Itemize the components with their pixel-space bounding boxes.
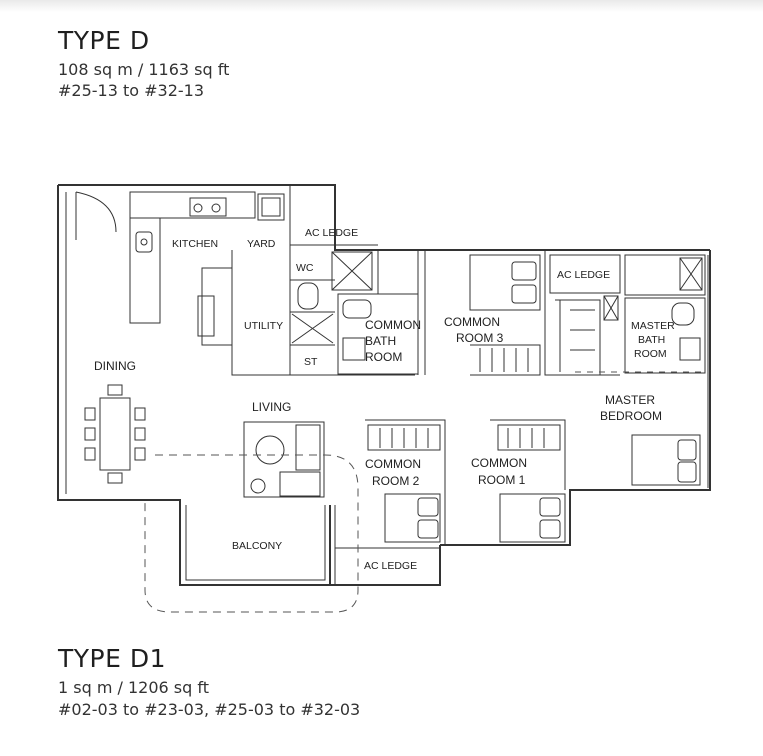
- label-common-room-1b: ROOM 1: [478, 473, 526, 487]
- label-common-bath-1: COMMON: [365, 318, 421, 332]
- label-yard: YARD: [247, 238, 276, 250]
- plan-area-type-d: 108 sq m / 1163 sq ft: [58, 60, 230, 79]
- label-common-bath-3: ROOM: [365, 350, 402, 364]
- top-shadow: [0, 0, 763, 12]
- label-kitchen: KITCHEN: [172, 238, 218, 250]
- label-ac-ledge-top: AC LEDGE: [305, 227, 358, 239]
- label-common-bath-2: BATH: [365, 334, 396, 348]
- plan-area-type-d1: 1 sq m / 1206 sq ft: [58, 678, 209, 697]
- label-st: ST: [304, 356, 318, 368]
- plan-units-type-d: #25-13 to #32-13: [58, 81, 205, 100]
- label-master-bath-3: ROOM: [634, 348, 667, 360]
- label-wc: WC: [296, 262, 314, 274]
- label-utility: UTILITY: [244, 320, 283, 332]
- label-common-room-3b: ROOM 3: [456, 331, 504, 345]
- label-balcony: BALCONY: [232, 540, 282, 552]
- label-living: LIVING: [252, 400, 291, 414]
- label-dining: DINING: [94, 359, 136, 373]
- label-common-room-2b: ROOM 2: [372, 474, 420, 488]
- label-common-room-2a: COMMON: [365, 457, 421, 471]
- label-common-room-1a: COMMON: [471, 456, 527, 470]
- label-master-bedroom-1: MASTER: [605, 393, 655, 407]
- label-ac-ledge-right: AC LEDGE: [557, 269, 610, 281]
- plan-title-type-d1: TYPE D1: [58, 644, 167, 673]
- label-master-bedroom-2: BEDROOM: [600, 409, 662, 423]
- label-ac-ledge-bottom: AC LEDGE: [364, 560, 417, 572]
- label-master-bath-1: MASTER: [631, 320, 675, 332]
- plan-units-type-d1: #02-03 to #23-03, #25-03 to #32-03: [58, 700, 361, 719]
- label-master-bath-2: BATH: [638, 334, 665, 346]
- plan-title-type-d: TYPE D: [58, 26, 150, 55]
- label-common-room-3a: COMMON: [444, 315, 500, 329]
